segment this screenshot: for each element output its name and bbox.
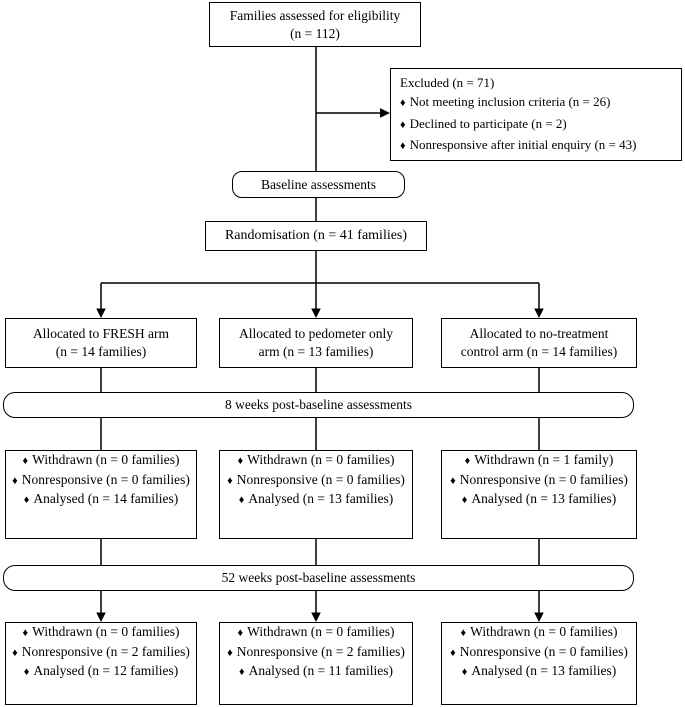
outcome-item: ♦Withdrawn (n = 0 families) xyxy=(220,451,412,471)
diamond-bullet-icon: ♦ xyxy=(460,627,467,639)
diamond-bullet-icon: ♦ xyxy=(464,455,471,467)
arrowhead-right-icon xyxy=(380,108,390,118)
outcome-item: ♦Analysed (n = 13 families) xyxy=(220,490,412,510)
diamond-bullet-icon: ♦ xyxy=(238,494,245,506)
eligibility-box: Families assessed for eligibility (n = 1… xyxy=(209,2,421,47)
diamond-bullet-icon: ♦ xyxy=(239,666,245,678)
outcome-item: ♦Withdrawn (n = 1 family) xyxy=(442,451,636,471)
diamond-bullet-icon: ♦ xyxy=(400,97,406,109)
outcome-item: ♦Analysed (n = 13 families) xyxy=(442,662,636,682)
diamond-bullet-icon: ♦ xyxy=(400,140,406,152)
randomisation-box: Randomisation (n = 41 families) xyxy=(205,221,427,251)
baseline-label: Baseline assessments xyxy=(260,176,377,192)
baseline-assessments-box: Baseline assessments xyxy=(232,171,405,198)
diamond-bullet-icon: ♦ xyxy=(461,494,468,506)
eligibility-line1: Families assessed for eligibility xyxy=(229,7,401,23)
arrowhead-down-icon xyxy=(311,308,321,318)
week52-outcome-pedometer-box: ♦Withdrawn (n = 0 families) ♦Nonresponsi… xyxy=(219,622,413,705)
outcome-item: ♦Nonresponsive (n = 0 families) xyxy=(442,471,636,491)
diamond-bullet-icon: ♦ xyxy=(227,474,233,487)
diamond-bullet-icon: ♦ xyxy=(461,666,468,678)
outcome-item: ♦Nonresponsive (n = 2 families) xyxy=(220,643,412,663)
week8-bar-label: 8 weeks post-baseline assessments xyxy=(224,397,413,412)
diamond-bullet-icon: ♦ xyxy=(12,646,18,659)
excluded-box: Excluded (n = 71) ♦Not meeting inclusion… xyxy=(390,68,682,161)
excluded-title: Excluded (n = 71) xyxy=(400,74,495,90)
week52-bar-label: 52 weeks post-baseline assessments xyxy=(221,570,416,585)
outcome-item: ♦Nonresponsive (n = 0 families) xyxy=(442,643,636,663)
week8-outcome-fresh-box: ♦Withdrawn (n = 0 families) ♦Nonresponsi… xyxy=(5,450,197,539)
outcome-item: ♦Withdrawn (n = 0 families) xyxy=(220,623,412,643)
diamond-bullet-icon: ♦ xyxy=(23,666,30,678)
week52-outcome-fresh-box: ♦Withdrawn (n = 0 families) ♦Nonresponsi… xyxy=(5,622,197,705)
diamond-bullet-icon: ♦ xyxy=(450,646,456,659)
diamond-bullet-icon: ♦ xyxy=(22,627,29,639)
allocation-control-arm-box: Allocated to no-treatment control arm (n… xyxy=(441,318,637,368)
diamond-bullet-icon: ♦ xyxy=(237,455,244,467)
outcome-item: ♦Withdrawn (n = 0 families) xyxy=(6,451,196,471)
arrowhead-down-icon xyxy=(534,612,544,622)
arrowhead-down-icon xyxy=(534,308,544,318)
outcome-item: ♦Analysed (n = 12 families) xyxy=(6,662,196,682)
diamond-bullet-icon: ♦ xyxy=(12,474,18,487)
outcome-item: ♦Withdrawn (n = 0 families) xyxy=(6,623,196,643)
outcome-item: ♦Analysed (n = 13 families) xyxy=(442,490,636,510)
week52-outcome-control-box: ♦Withdrawn (n = 0 families) ♦Nonresponsi… xyxy=(441,622,637,705)
diamond-bullet-icon: ♦ xyxy=(22,455,29,467)
excluded-item: ♦Nonresponsive after initial enquiry (n … xyxy=(400,135,636,157)
excluded-item: ♦Not meeting inclusion criteria (n = 26) xyxy=(400,92,610,114)
diamond-bullet-icon: ♦ xyxy=(227,646,233,659)
arrowhead-down-icon xyxy=(311,612,321,622)
outcome-item: ♦Nonresponsive (n = 0 families) xyxy=(6,471,196,491)
outcome-item: ♦Nonresponsive (n = 2 families) xyxy=(6,643,196,663)
diamond-bullet-icon: ♦ xyxy=(237,627,244,639)
eligibility-count: (n = 112) xyxy=(290,25,340,41)
diamond-bullet-icon: ♦ xyxy=(400,118,406,131)
week52-assessments-bar: 52 weeks post-baseline assessments xyxy=(3,565,634,591)
week8-outcome-pedometer-box: ♦Withdrawn (n = 0 families) ♦Nonresponsi… xyxy=(219,450,413,539)
outcome-item: ♦Analysed (n = 11 families) xyxy=(220,662,412,682)
arrowhead-down-icon xyxy=(96,308,106,318)
allocation-fresh-arm-box: Allocated to FRESH arm (n = 14 families) xyxy=(5,318,197,368)
week8-outcome-control-box: ♦Withdrawn (n = 1 family) ♦Nonresponsive… xyxy=(441,450,637,539)
excluded-item: ♦Declined to participate (n = 2) xyxy=(400,114,567,136)
outcome-item: ♦Analysed (n = 14 families) xyxy=(6,490,196,510)
outcome-item: ♦Nonresponsive (n = 0 families) xyxy=(220,471,412,491)
diamond-bullet-icon: ♦ xyxy=(23,494,30,506)
allocation-pedometer-arm-box: Allocated to pedometer only arm (n = 13 … xyxy=(219,318,413,368)
week8-assessments-bar: 8 weeks post-baseline assessments xyxy=(3,392,634,418)
outcome-item: ♦Withdrawn (n = 0 families) xyxy=(442,623,636,643)
randomisation-label: Randomisation (n = 41 families) xyxy=(224,228,408,243)
arrowhead-down-icon xyxy=(96,612,106,622)
diamond-bullet-icon: ♦ xyxy=(450,474,456,487)
